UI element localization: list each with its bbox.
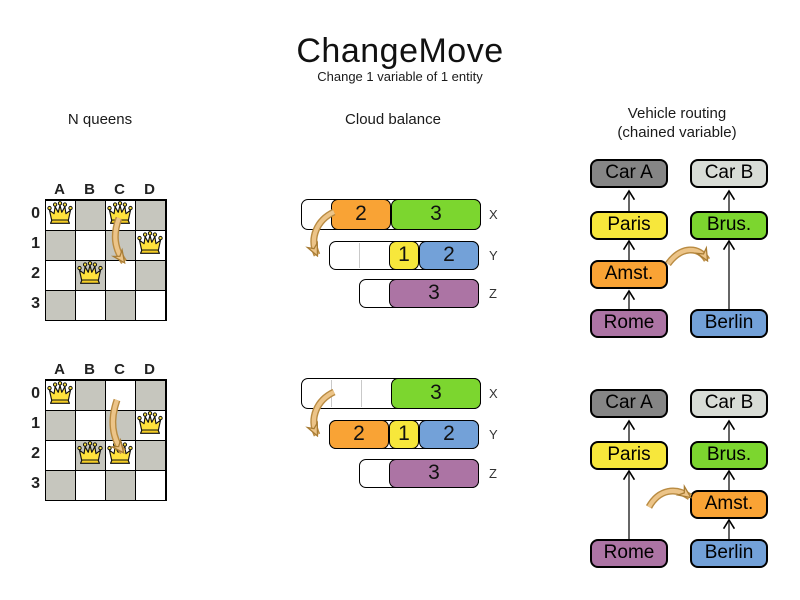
board1-col-label-a: A (54, 181, 66, 198)
queen-icon (76, 441, 104, 465)
process-segment: 3 (389, 459, 479, 488)
vrp-node-rome: Rome (590, 539, 668, 568)
page-title: ChangeMove (296, 32, 504, 70)
capacity-divider (361, 380, 362, 407)
vrp-node-car-b: Car B (690, 159, 768, 188)
vrp-node-paris: Paris (590, 441, 668, 470)
vrp-node-amst: Amst. (590, 260, 668, 289)
process-segment: 2 (419, 420, 479, 449)
computer-label-y-before: Y (489, 248, 498, 263)
process-segment: 3 (391, 378, 481, 409)
board2-col-label-a: A (54, 361, 66, 378)
capacity-divider (359, 243, 360, 268)
queen-icon (136, 411, 164, 435)
vrp-node-berlin: Berlin (690, 309, 768, 338)
board2-col-label-d: D (144, 361, 156, 378)
board1-col-label-b: B (84, 181, 96, 198)
queen-icon (106, 441, 134, 465)
vrp-header-line1: Vehicle routing (627, 105, 727, 122)
board2-col-label-b: B (84, 361, 96, 378)
vrp-header: Vehicle routing (chained variable) (592, 104, 762, 142)
chain-arrows-after (622, 419, 736, 539)
board1-col-label-d: D (144, 181, 156, 198)
process-segment: 1 (389, 241, 419, 270)
board2-row-label-1: 1 (31, 415, 40, 432)
vrp-node-berlin: Berlin (690, 539, 768, 568)
queen-icon (106, 201, 134, 225)
board1-row-label-0: 0 (31, 205, 40, 222)
computer-label-x-after: X (489, 386, 498, 401)
queen-icon (46, 201, 74, 225)
vrp-node-car-a: Car A (590, 159, 668, 188)
vrp-node-brus: Brus. (690, 211, 768, 240)
board1-col-label-c: C (114, 181, 126, 198)
process-segment: 3 (389, 279, 479, 308)
vrp-node-rome: Rome (590, 309, 668, 338)
process-segment: 3 (391, 199, 481, 230)
board2-row-label-0: 0 (31, 385, 40, 402)
board2-row-label-2: 2 (31, 445, 40, 462)
board2-col-label-c: C (114, 361, 126, 378)
board2-row-label-3: 3 (31, 475, 40, 492)
board1-row-label-3: 3 (31, 295, 40, 312)
computer-label-x-before: X (489, 207, 498, 222)
computer-label-y-after: Y (489, 427, 498, 442)
vrp-node-car-b: Car B (690, 389, 768, 418)
chain-arrows-before (622, 189, 736, 309)
move-arrow-icon (645, 491, 690, 509)
computer-label-z-before: Z (489, 286, 497, 301)
board1-row-label-1: 1 (31, 235, 40, 252)
queen-icon (136, 231, 164, 255)
queen-icon (76, 261, 104, 285)
process-segment: 2 (331, 199, 391, 230)
vrp-node-car-a: Car A (590, 389, 668, 418)
vrp-header-line2: (chained variable) (617, 124, 737, 141)
vrp-node-paris: Paris (590, 211, 668, 240)
page-subtitle: Change 1 variable of 1 entity (317, 69, 483, 84)
move-arrow-icon (665, 250, 711, 267)
process-segment: 2 (329, 420, 389, 449)
cloud-header: Cloud balance (345, 111, 441, 128)
process-segment: 1 (389, 420, 419, 449)
vrp-node-amst: Amst. (690, 490, 768, 519)
computer-label-z-after: Z (489, 466, 497, 481)
vrp-node-brus: Brus. (690, 441, 768, 470)
queen-icon (46, 381, 74, 405)
nqueens-header: N queens (67, 111, 133, 128)
process-segment: 2 (419, 241, 479, 270)
capacity-divider (331, 380, 332, 407)
board1-row-label-2: 2 (31, 265, 40, 282)
